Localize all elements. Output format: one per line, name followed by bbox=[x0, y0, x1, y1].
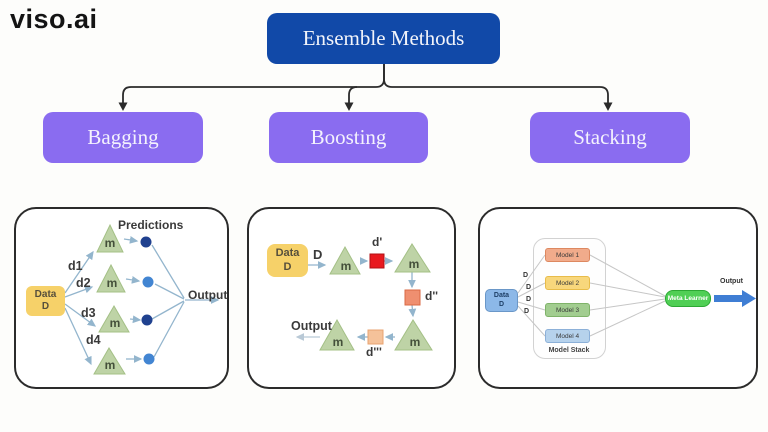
bagging-diagram-shapes bbox=[64, 223, 220, 375]
model-4-box: Model 4 bbox=[545, 329, 590, 343]
weighted-data-square-3 bbox=[367, 329, 384, 345]
subset-label-d4: d4 bbox=[86, 333, 101, 347]
weighted-label-d3: d''' bbox=[366, 345, 382, 359]
weighted-label-d1: d' bbox=[372, 235, 383, 249]
data-node-line1: Data bbox=[34, 289, 57, 300]
model-label: m bbox=[109, 316, 121, 330]
branch-node-bagging: Bagging bbox=[43, 112, 203, 163]
dataset-label: D bbox=[524, 308, 530, 315]
data-node: Data D bbox=[26, 286, 65, 316]
model-label: m bbox=[332, 335, 344, 349]
output-label: Output bbox=[188, 288, 228, 302]
branch-label: Boosting bbox=[310, 125, 387, 149]
model-label: m bbox=[104, 236, 116, 250]
meta-learner-box: Meta Learner bbox=[665, 290, 711, 307]
meta-learner-label: Meta Learner bbox=[667, 295, 709, 302]
model-label: m bbox=[408, 257, 420, 271]
model-2-box: Model 2 bbox=[545, 276, 590, 290]
weighted-label-d2: d'' bbox=[425, 289, 439, 303]
model-label: m bbox=[340, 259, 352, 273]
prediction-dot-1 bbox=[140, 236, 152, 248]
output-label: Output bbox=[720, 278, 743, 285]
data-node-line1: Data bbox=[493, 291, 510, 299]
dataset-label: D bbox=[313, 247, 323, 262]
branch-label: Stacking bbox=[573, 125, 647, 149]
branch-node-boosting: Boosting bbox=[269, 112, 428, 163]
stacking-diagram-panel: Data D D D D D Model 1 Model 2 Model 3 M… bbox=[478, 207, 758, 389]
subset-label-d1: d1 bbox=[68, 259, 83, 273]
prediction-dot-3 bbox=[141, 314, 153, 326]
root-node-ensemble-methods: Ensemble Methods bbox=[267, 13, 500, 64]
boosting-diagram-panel: Data D D d' d'' d''' m m m m Output bbox=[247, 207, 456, 389]
model-3-box: Model 3 bbox=[545, 303, 590, 317]
subset-label-d3: d3 bbox=[81, 306, 96, 320]
branch-label: Bagging bbox=[87, 125, 159, 149]
dataset-label: D bbox=[526, 284, 532, 291]
model-label: m bbox=[409, 335, 421, 349]
data-node-line2: D bbox=[283, 260, 292, 273]
data-node: Data D bbox=[485, 289, 518, 312]
data-node-line2: D bbox=[41, 301, 50, 312]
dataset-label: D bbox=[526, 296, 532, 303]
data-node-line1: Data bbox=[275, 247, 300, 260]
stacking-diagram-shapes bbox=[517, 254, 756, 337]
model-label: m bbox=[106, 276, 118, 290]
model-stack-label: Model Stack bbox=[548, 347, 590, 354]
model-label: m bbox=[104, 358, 116, 372]
prediction-dot-2 bbox=[142, 276, 154, 288]
output-label: Output bbox=[291, 319, 332, 333]
viso-ai-logo: viso.ai bbox=[10, 4, 98, 34]
prediction-dot-4 bbox=[143, 353, 155, 365]
subset-label-d2: d2 bbox=[76, 276, 91, 290]
model-1-box: Model 1 bbox=[545, 248, 590, 262]
predictions-label: Predictions bbox=[118, 218, 184, 232]
weighted-data-square-1 bbox=[369, 253, 385, 269]
bagging-diagram-panel: Predictions Data D d1 d2 d3 d4 m m m m O… bbox=[14, 207, 229, 389]
root-node-label: Ensemble Methods bbox=[302, 26, 465, 50]
output-arrow bbox=[714, 290, 756, 307]
branch-node-stacking: Stacking bbox=[530, 112, 690, 163]
boosting-diagram-shapes bbox=[295, 243, 433, 351]
data-node-line2: D bbox=[498, 300, 505, 308]
data-node: Data D bbox=[267, 244, 308, 277]
dataset-label: D bbox=[523, 272, 529, 279]
weighted-data-square-2 bbox=[404, 289, 421, 306]
